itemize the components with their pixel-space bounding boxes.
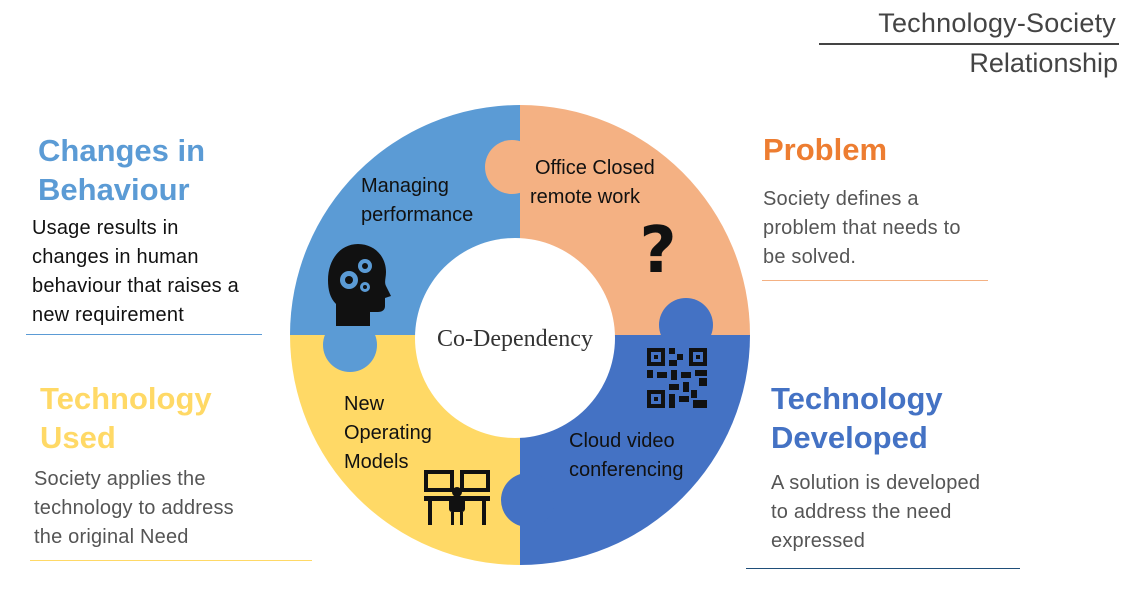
segment-top-left-line-2: performance [361,204,473,226]
puzzle-tab-bottom [501,473,555,527]
title-underline [819,43,1119,45]
body-line: changes in human [32,246,199,268]
heading-technology-developed: Technology Developed [771,379,943,457]
segment-bottom-right-line-2: conferencing [569,459,684,481]
heading-technology-used: Technology Used [40,379,212,457]
qr-code-icon [647,348,707,408]
body-line: new requirement [32,304,184,326]
body-line: Society applies the [34,468,206,490]
body-line: problem that needs to [763,217,961,239]
body-line: behaviour that raises a [32,275,239,297]
body-changes-in-behaviour: Usage results in changes in human behavi… [32,214,239,330]
segment-label-top-left: Managing performance [361,175,473,226]
divider-changes [26,334,262,335]
body-line: technology to address [34,497,234,519]
desks-icon [424,470,490,525]
heading-line: Technology [771,381,943,416]
body-line: Society defines a [763,188,919,210]
heading-line: Technology [40,381,212,416]
body-line: the original Need [34,526,189,548]
center-circle [415,238,615,438]
segment-top-right-line-1: Office Closed [535,157,655,179]
body-technology-used: Society applies the technology to addres… [34,465,234,552]
heading-line: Behaviour [38,172,190,207]
segment-label-bottom-right: Cloud video conferencing [569,430,684,481]
title-line-1: Technology-Society [878,8,1116,38]
divider-used [30,560,312,561]
body-line: Usage results in [32,217,179,239]
body-technology-developed: A solution is developed to address the n… [771,469,980,556]
divider-developed [746,568,1020,569]
segment-top-right-line-2: remote work [530,186,641,208]
segment-bottom-left-line-2: Operating [344,422,432,444]
puzzle-tab-right [659,298,713,352]
divider-problem [762,280,988,281]
segment-bottom-left-line-3: Models [344,451,408,473]
segment-bottom-left-line-1: New [344,393,385,415]
question-mark-icon: ? [639,214,676,288]
body-line: be solved. [763,246,857,268]
body-line: expressed [771,530,866,552]
puzzle-tab-top [485,140,539,194]
body-problem: Society defines a problem that needs to … [763,185,961,272]
heading-line: Changes in [38,133,206,168]
body-line: A solution is developed [771,472,981,494]
title-line-2: Relationship [969,48,1118,78]
puzzle-tab-left [323,318,377,372]
center-label: Co-Dependency [437,326,593,352]
heading-line: Used [40,420,116,455]
segment-label-bottom-left: New Operating Models [344,393,437,473]
heading-problem: Problem [763,130,887,169]
segment-bottom-right-line-1: Cloud video [569,430,675,452]
segment-top-left-line-1: Managing [361,175,449,197]
head-gears-icon [328,244,391,326]
heading-changes-in-behaviour: Changes in Behaviour [38,131,205,209]
heading-line: Problem [763,132,888,167]
heading-line: Developed [771,420,928,455]
segment-label-top-right: Office Closed remote work [530,157,660,208]
body-line: to address the need [771,501,952,523]
